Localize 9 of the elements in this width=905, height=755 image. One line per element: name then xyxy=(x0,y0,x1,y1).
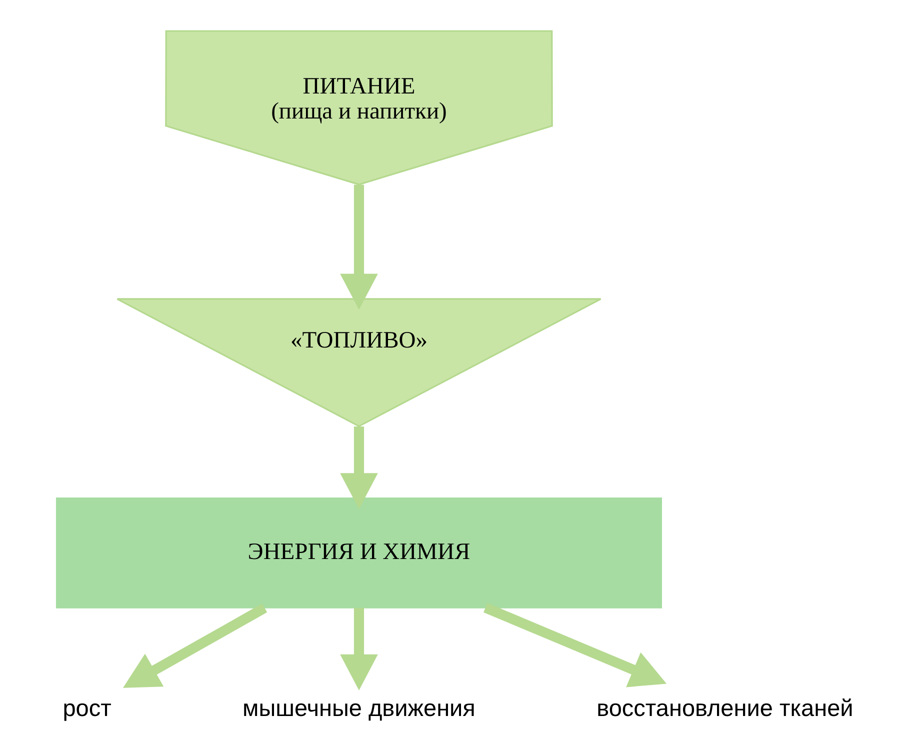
arrow xyxy=(340,426,378,510)
arrow xyxy=(340,184,378,310)
node-text: рост xyxy=(62,695,111,722)
node-text: мышечные движения xyxy=(242,695,475,722)
arrow xyxy=(340,608,378,690)
node-text: восстановление тканей xyxy=(596,695,853,722)
arrow xyxy=(483,603,666,688)
node-box: ЭНЕРГИЯ И ХИМИЯ xyxy=(55,498,662,608)
arrow xyxy=(122,604,267,688)
